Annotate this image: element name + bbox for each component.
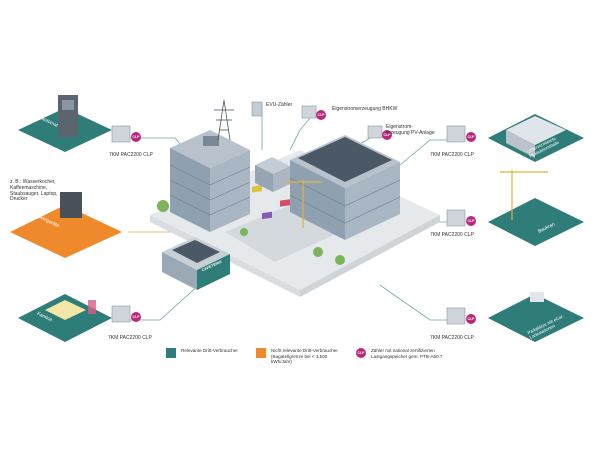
meter-label: 7KM PAC2200 CLP [430, 335, 474, 341]
legend-not-relevant: Nicht relevante Dritt-Verbraucher (Bagat… [271, 348, 338, 364]
clp-badge: CLP [466, 314, 476, 324]
clp-badge: CLP [466, 216, 476, 226]
pv-label: Eigenstrom- erzeugung PV-Anlage [386, 124, 435, 136]
clp-badge: CLP [382, 130, 392, 140]
device-note: z. B.: Wasserkocher, Kaffeemaschine, Sta… [10, 179, 58, 203]
office-building-left [169, 130, 251, 232]
bhkw-building [255, 157, 290, 192]
evu-meter-cabinet [251, 101, 263, 117]
legend-clp: Zähler mit national zertifizierten Lastg… [371, 348, 443, 359]
legend-swatch-relevant [166, 348, 176, 358]
meter-label: 7KM PAC2200 CLP [430, 232, 474, 238]
meter-label: 7KM PAC2200 CLP [430, 152, 474, 158]
trees [157, 200, 345, 265]
cafeteria-building [162, 237, 230, 290]
office-building-right [289, 135, 401, 240]
clp-badge: CLP [316, 110, 326, 120]
pv-panels [298, 137, 392, 182]
tile-kantine [18, 294, 112, 342]
tile-produktionshalle [488, 114, 584, 162]
legend-clp-badge: CLP [356, 348, 366, 358]
legend-relevant: Relevante Dritt-Verbraucher [181, 348, 238, 353]
tile-elektrokleingeraete [10, 192, 122, 258]
power-pylon [214, 99, 234, 141]
clp-badge: CLP [131, 312, 141, 322]
construction-crane [285, 180, 322, 228]
meter-devices [111, 105, 466, 325]
bhkw-label: Eigenstromerzeugung BHKW [332, 106, 398, 112]
clp-badge: CLP [131, 132, 141, 142]
tile-getraenkeautomat [18, 95, 112, 152]
tile-ladestationen [488, 292, 584, 342]
tile-baukran [488, 170, 584, 246]
meter-label: 7KM PAC2200 CLP [108, 335, 152, 341]
legend-swatch-not-relevant [256, 348, 266, 358]
clp-badge: CLP [466, 132, 476, 142]
evu-label: EVU-Zähler [266, 102, 293, 108]
meter-label: 7KM PAC2200 CLP [109, 152, 153, 158]
